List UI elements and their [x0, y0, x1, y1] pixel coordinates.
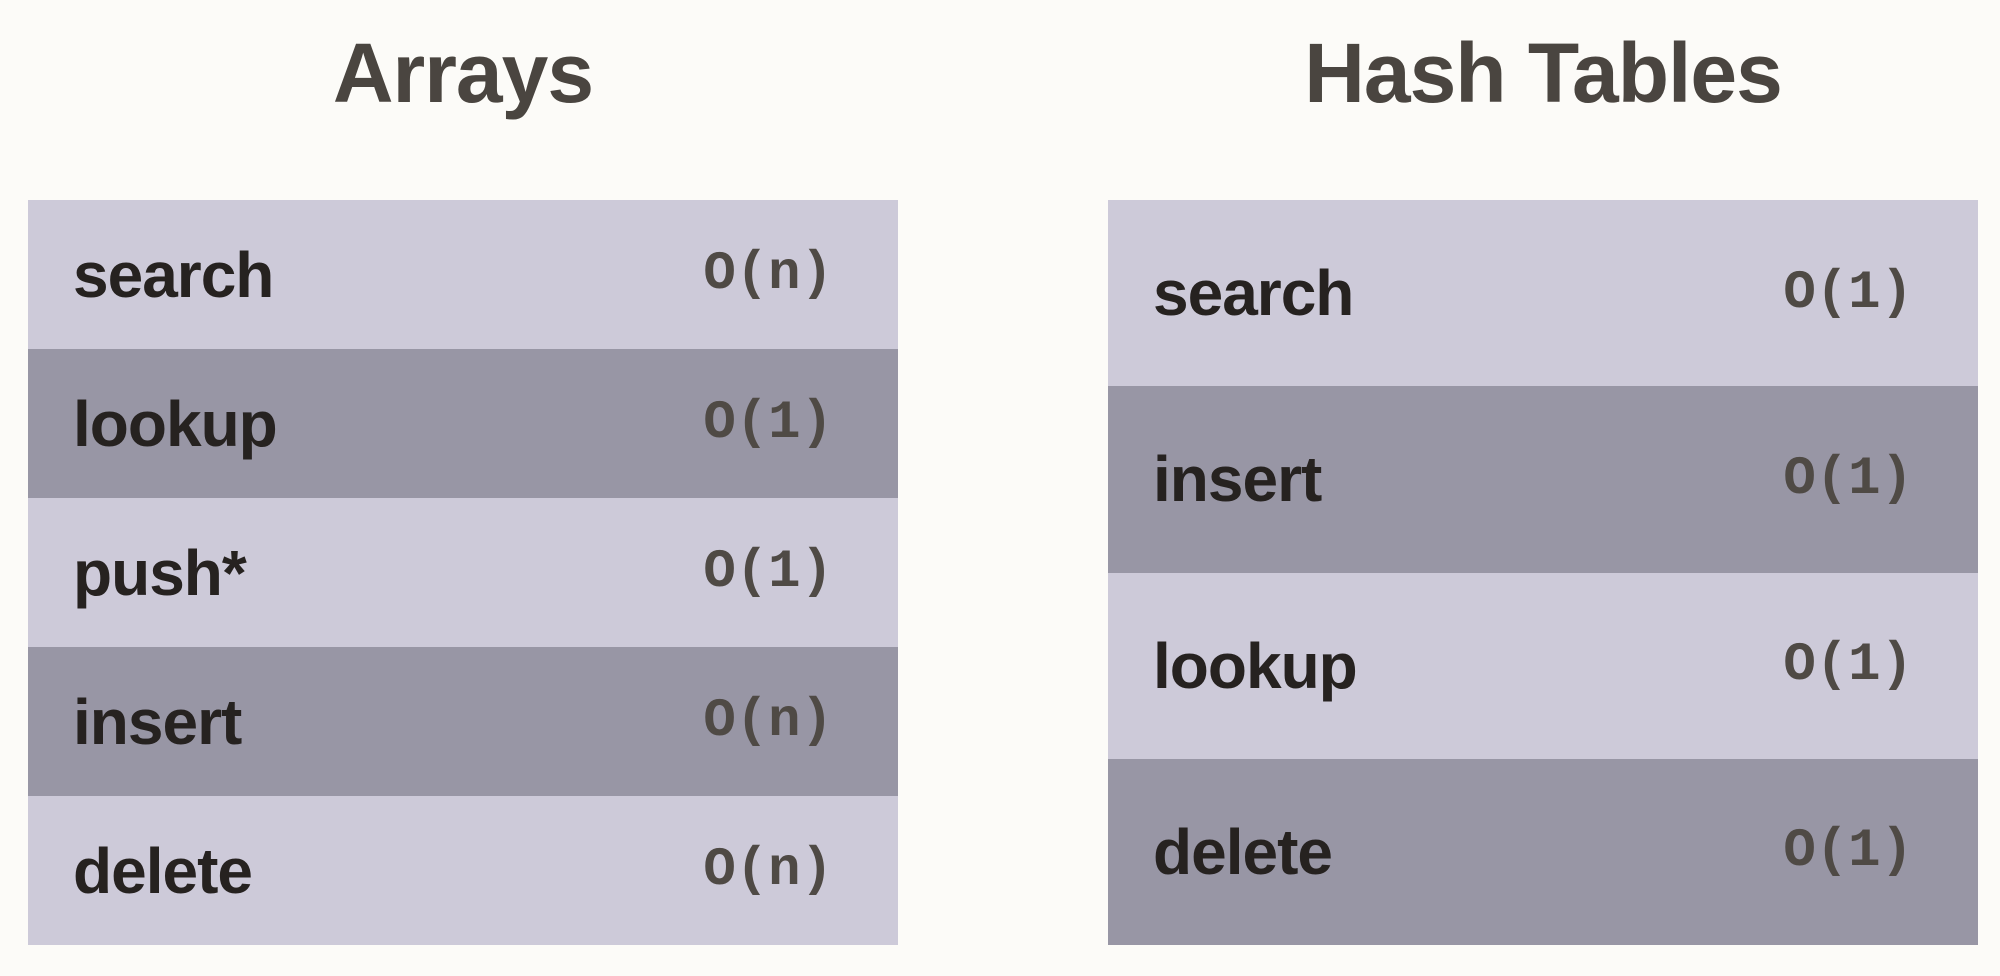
hash-tables-row-insert: insert O(1) — [1108, 386, 1978, 573]
complexity-value: O(1) — [1783, 448, 1913, 510]
arrays-row-insert: insert O(n) — [28, 647, 898, 796]
arrays-table: search O(n) lookup O(1) push* O(1) inser… — [28, 200, 898, 945]
complexity-value: O(1) — [703, 542, 833, 603]
operation-label: push* — [73, 536, 247, 609]
complexity-value: O(1) — [1783, 635, 1913, 697]
hash-tables-row-search: search O(1) — [1108, 200, 1978, 387]
arrays-row-search: search O(n) — [28, 200, 898, 349]
complexity-value: O(n) — [703, 840, 833, 901]
arrays-row-push: push* O(1) — [28, 498, 898, 647]
complexity-value: O(1) — [1783, 821, 1913, 883]
hash-tables-row-lookup: lookup O(1) — [1108, 572, 1978, 759]
operation-label: delete — [1153, 815, 1333, 888]
complexity-value: O(n) — [703, 244, 833, 305]
operation-label: insert — [1153, 443, 1322, 516]
arrays-title: Arrays — [332, 26, 594, 120]
complexity-value: O(1) — [703, 393, 833, 454]
arrays-row-delete: delete O(n) — [28, 796, 898, 945]
operation-label: search — [73, 238, 274, 311]
operation-label: lookup — [73, 387, 278, 460]
hash-tables-title: Hash Tables — [1304, 26, 1783, 120]
operation-label: lookup — [1153, 629, 1358, 702]
arrays-row-lookup: lookup O(1) — [28, 349, 898, 498]
operation-label: insert — [73, 685, 242, 758]
hash-tables-table: search O(1) insert O(1) lookup O(1) dele… — [1108, 200, 1978, 945]
operation-label: delete — [73, 834, 253, 907]
complexity-value: O(n) — [703, 691, 833, 752]
complexity-value: O(1) — [1783, 262, 1913, 324]
operation-label: search — [1153, 257, 1354, 330]
hash-tables-row-delete: delete O(1) — [1108, 758, 1978, 945]
